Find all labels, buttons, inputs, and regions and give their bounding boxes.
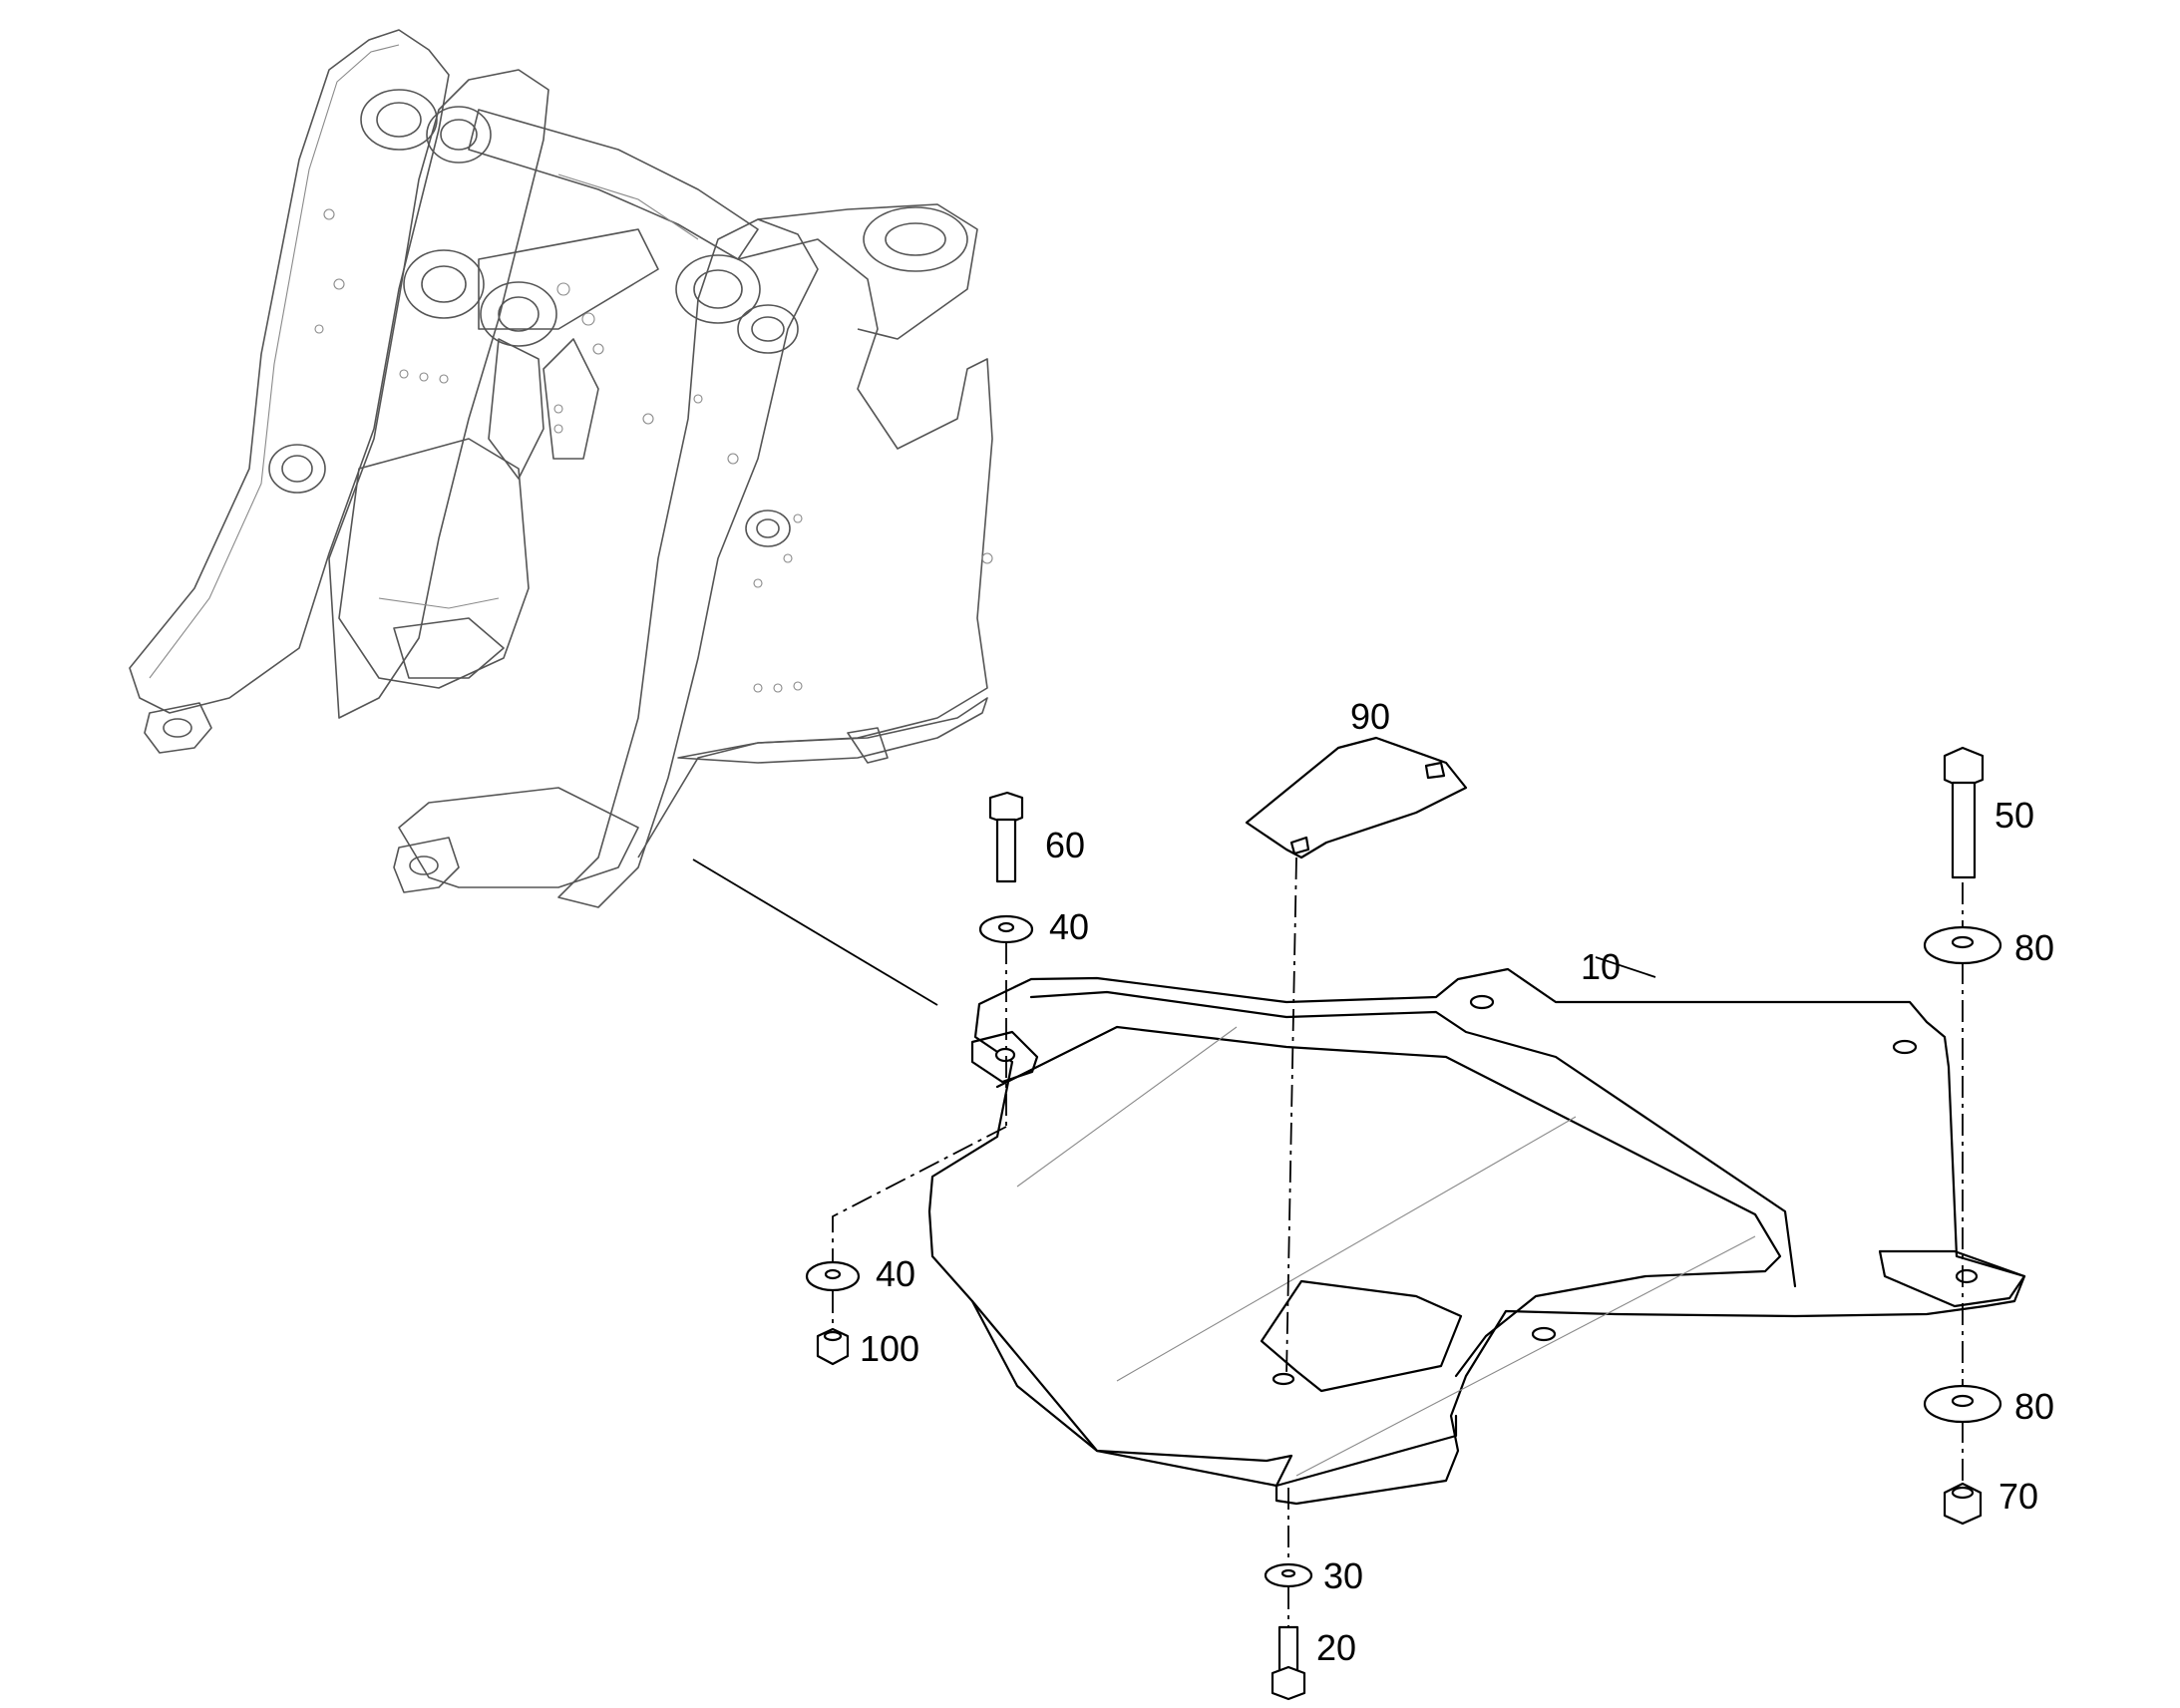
washer-80-upper [1923,925,2002,965]
washer-30 [1264,1562,1313,1588]
label-10: 10 [1581,946,1621,987]
loader-front-frame [129,29,993,908]
label-50: 50 [1995,795,2034,836]
label-40-upper: 40 [1049,906,1089,947]
frame-holes [314,208,993,693]
nut-100 [816,1327,850,1366]
frame-leader-line [692,858,938,1006]
washer-40-lower [805,1260,861,1292]
label-100: 100 [860,1328,919,1369]
leader-10 [1595,956,1656,978]
bolt-50 [1943,746,1985,879]
label-90: 90 [1350,696,1390,737]
bolt-20 [1271,1625,1306,1701]
assembly-centerlines [832,856,1964,1627]
label-70: 70 [1998,1476,2038,1517]
cover-plate [1245,736,1468,859]
washer-80-lower [1923,1384,2002,1424]
label-30: 30 [1323,1555,1363,1596]
label-40-lower: 40 [876,1253,915,1294]
washer-40-upper [978,914,1034,944]
guard-plate [927,967,2026,1506]
bolt-60 [988,791,1024,883]
label-60: 60 [1045,825,1085,865]
label-80-lower: 80 [2014,1386,2054,1427]
label-80-upper: 80 [2014,927,2054,968]
nut-70 [1943,1482,1983,1526]
label-20: 20 [1316,1627,1356,1668]
